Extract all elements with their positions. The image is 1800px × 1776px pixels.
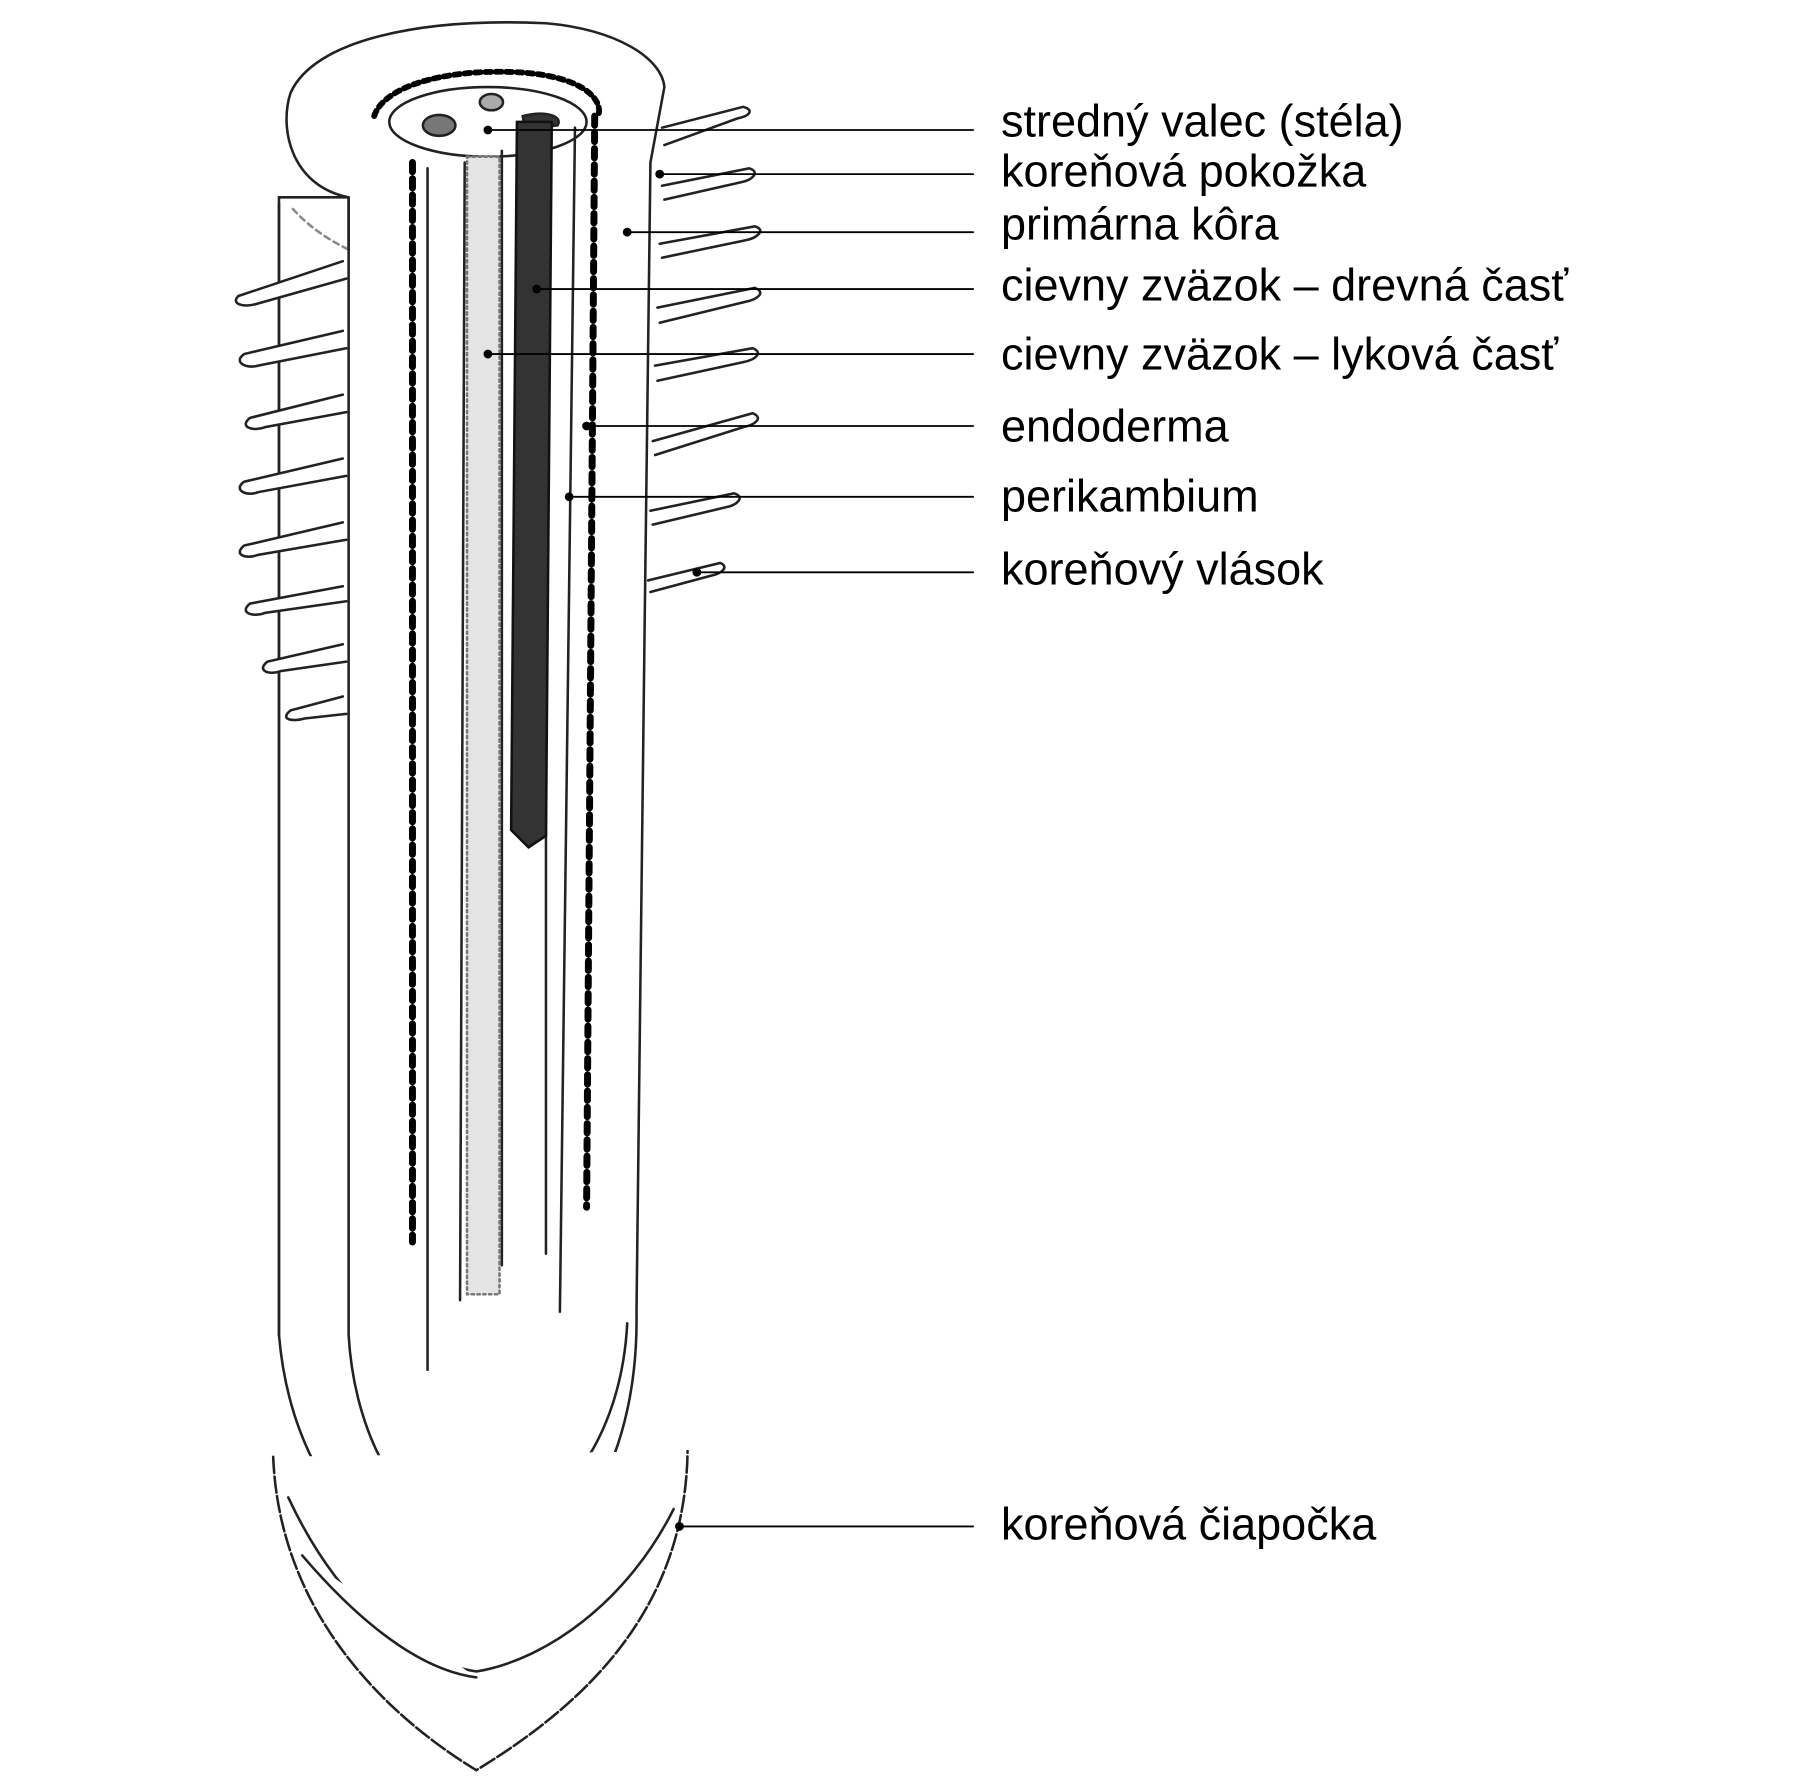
root-hairs [234, 105, 762, 722]
endodermis-band [408, 112, 599, 1246]
label-root-hair: koreňový vlások [1001, 543, 1324, 595]
label-phloem: cievny zväzok – lyková časť [1001, 328, 1559, 380]
label-xylem: cievny zväzok – drevná časť [1001, 259, 1569, 311]
label-endodermis: endoderma [1001, 400, 1229, 452]
label-cortex: primárna kôra [1001, 198, 1279, 250]
label-root-cap: koreňová čiapočka [1001, 1498, 1377, 1550]
xylem-strand [509, 120, 554, 850]
label-stele: stredný valec (stéla) [1001, 95, 1404, 147]
label-epidermis: koreňová pokožka [1001, 145, 1367, 197]
root-cap [271, 1449, 689, 1772]
leader-lines [483, 125, 975, 1531]
label-pericycle: perikambium [1001, 470, 1259, 522]
phloem-strand [465, 155, 501, 1296]
